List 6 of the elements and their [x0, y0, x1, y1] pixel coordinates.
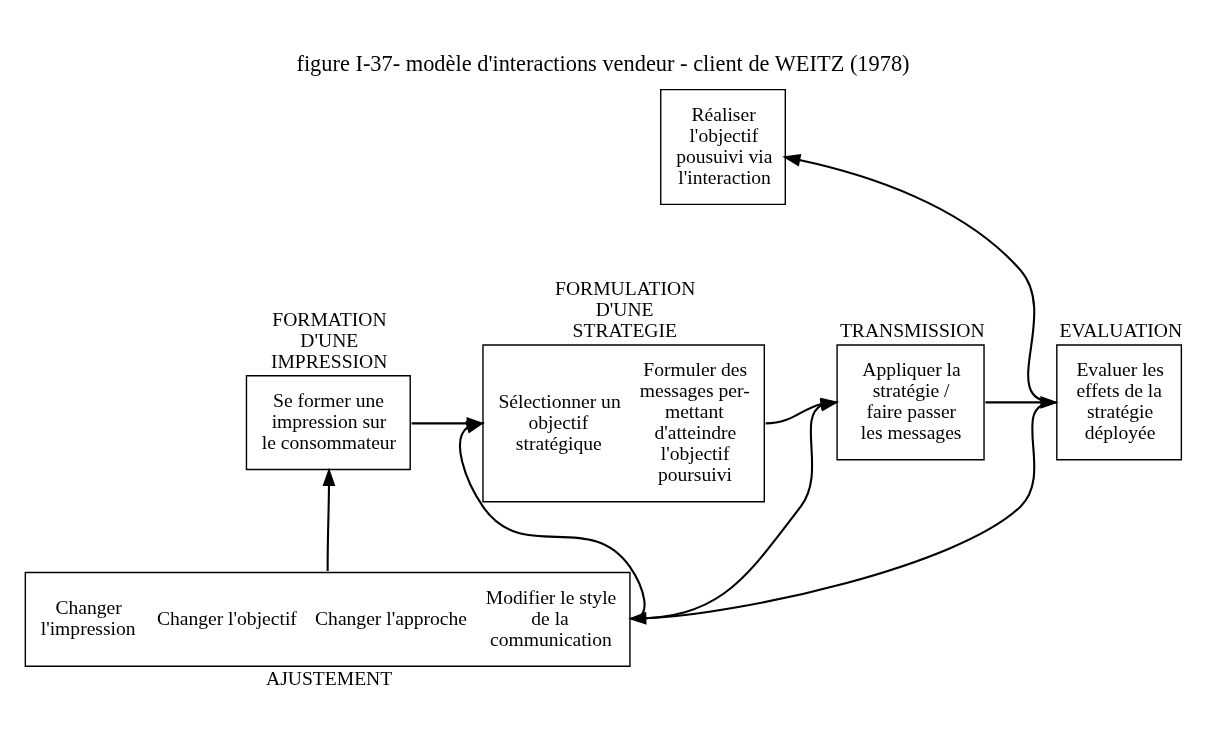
node-label: FORMULATION D'UNE STRATEGIE	[555, 277, 696, 341]
node-label: FORMATION D'UNE IMPRESSION	[270, 308, 388, 372]
node-label: EVALUATION	[1059, 319, 1183, 341]
node-label: AJUSTEMENT	[266, 667, 393, 689]
node-label: TRANSMISSION	[839, 319, 985, 341]
diagram-title: figure I-37- modèle d'interactions vendeur - client de WEITZ (1978)	[296, 50, 910, 76]
